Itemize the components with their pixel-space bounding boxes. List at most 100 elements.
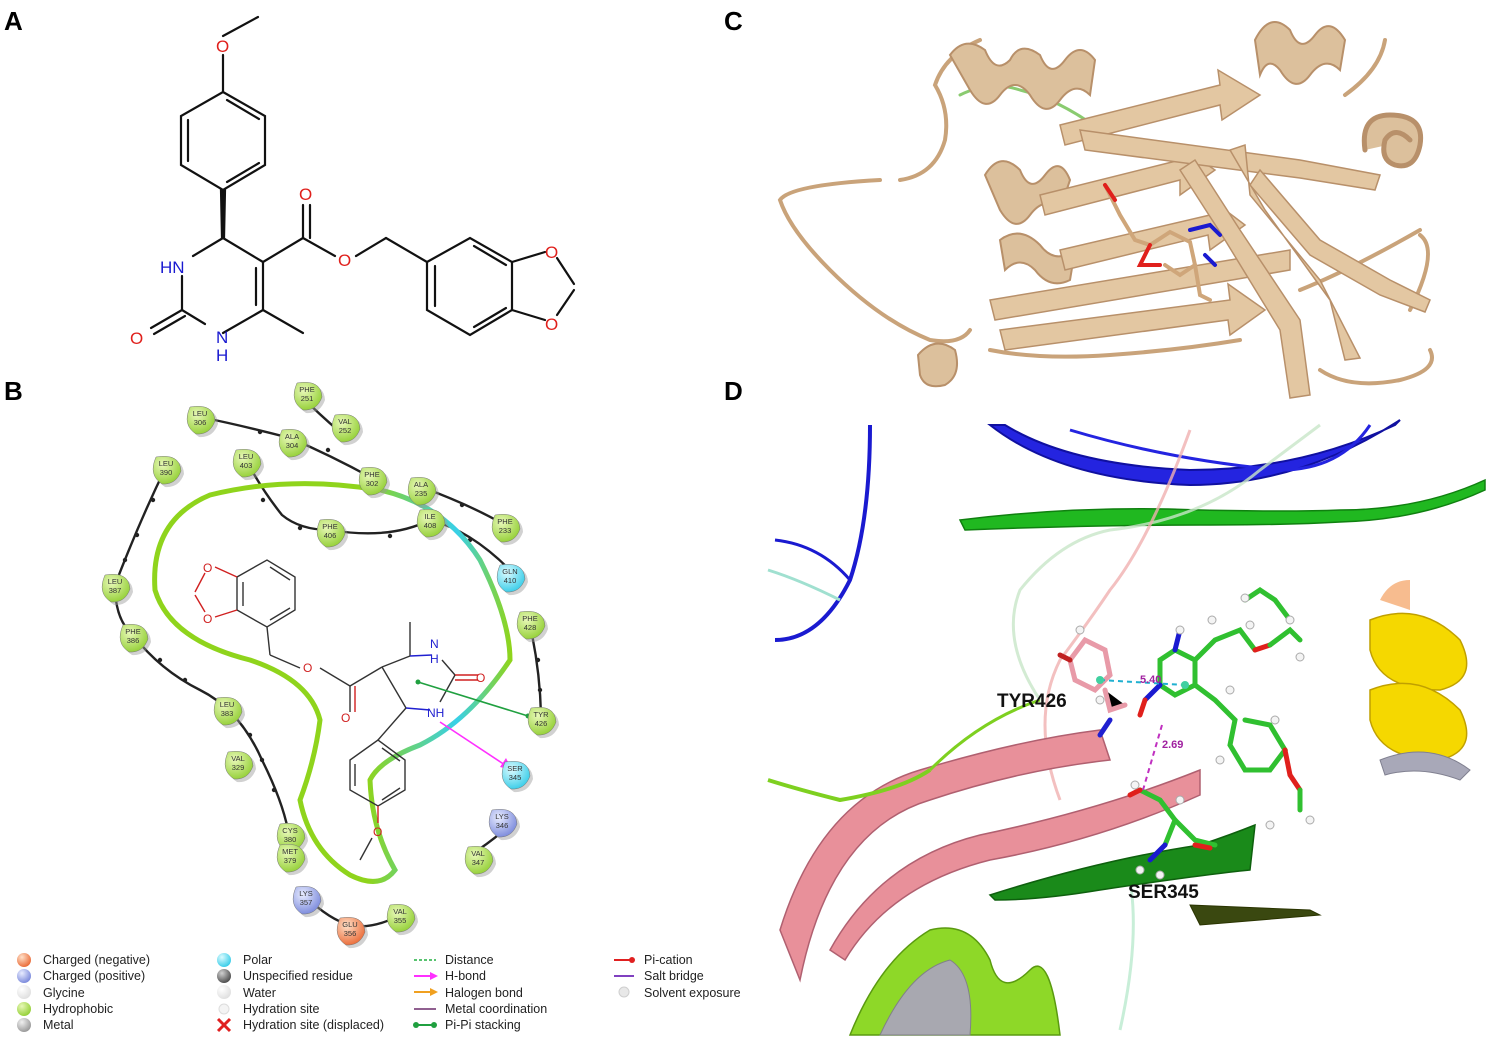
residue-number: 347 (472, 858, 485, 867)
panel-b-interaction-map: N H O NH O O O O O PHE251VAL252LEU306ALA… (101, 382, 559, 949)
residue-name: ALA (414, 480, 428, 489)
ligand-n-top: N (430, 637, 439, 651)
legend-swatch-hydrophobic (17, 1002, 31, 1016)
residue-number: 252 (339, 426, 352, 435)
tyr426-label: TYR426 (997, 691, 1067, 712)
ring-nh-top: HN (160, 258, 185, 277)
legend-label-hydrophobic: Hydrophobic (43, 1002, 113, 1016)
residue-number: 233 (499, 526, 512, 535)
residue-name: PHE (125, 627, 140, 636)
residue-number: 410 (504, 576, 517, 585)
methoxy-oxygen: O (216, 37, 229, 56)
ring-h-bottom: H (216, 346, 228, 365)
residue-number: 304 (286, 441, 299, 450)
legend-label-pi-pi: Pi-Pi stacking (445, 1018, 521, 1032)
residue-name: PHE (299, 385, 314, 394)
legend-label-salt-bridge: Salt bridge (644, 969, 704, 983)
residue-name: LEU (108, 577, 123, 586)
legend-label-pi-cation: Pi-cation (644, 953, 693, 967)
residue-name: LEU (220, 700, 235, 709)
residue-number: 346 (496, 821, 509, 830)
residue-name: VAL (471, 849, 485, 858)
residue-name: PHE (364, 470, 379, 479)
panel-d-3d-view: 5.40 2.69 TYR426 SER345 (767, 419, 1488, 1036)
urea-oxygen: O (130, 329, 143, 348)
h-bond-distance (1142, 724, 1163, 791)
legend: Charged (negative) Charged (positive) Gl… (17, 953, 741, 1033)
legend-label-hydration-displaced: Hydration site (displaced) (243, 1018, 384, 1032)
h-bond-distance-label: 2.69 (1162, 739, 1183, 751)
residue-name: VAL (231, 754, 245, 763)
residue-name: LEU (239, 452, 254, 461)
legend-swatch-hydration-site (218, 1003, 230, 1015)
legend-swatch-glycine (17, 985, 31, 999)
h-bond-arrow (439, 721, 512, 770)
residue-name: SER (507, 764, 523, 773)
residue-name: PHE (322, 522, 337, 531)
residue-number: 329 (232, 763, 245, 772)
residue-name: GLU (342, 920, 357, 929)
hydrogen-atoms (1075, 593, 1315, 880)
legend-swatch-solvent-exposure (618, 986, 630, 998)
residue-number: 403 (240, 461, 253, 470)
stereo-wedge (219, 188, 227, 240)
residue-name: GLN (502, 567, 517, 576)
ligand-o-ester: O (303, 661, 312, 675)
legend-label-positive: Charged (positive) (43, 969, 145, 983)
residue-name: LEU (193, 409, 208, 418)
residue-number: 355 (394, 916, 407, 925)
residue-number: 390 (160, 468, 173, 477)
residue-number: 387 (109, 586, 122, 595)
residue-number: 379 (284, 856, 297, 865)
residue-name: LYS (299, 889, 313, 898)
residue-number: 345 (509, 773, 522, 782)
carbonyl-oxygen: O (299, 185, 312, 204)
legend-swatch-metal (17, 1018, 31, 1032)
residue-name: ALA (285, 432, 299, 441)
legend-swatch-halogen-bond (414, 988, 438, 996)
panel-label-c: C (724, 6, 743, 36)
legend-label-metal-coordination: Metal coordination (445, 1002, 547, 1016)
legend-swatch-water (217, 985, 231, 999)
residue-number: 406 (324, 531, 337, 540)
legend-swatch-polar (217, 953, 231, 967)
residue-number: 302 (366, 479, 379, 488)
ligand-o-dioxole-2: O (203, 612, 212, 626)
panel-a-structure (149, 15, 576, 337)
ring-n-bottom: N (216, 328, 228, 347)
residue-number: 251 (301, 394, 314, 403)
ligand-2d-atoms: N H O NH O O O O O (203, 561, 485, 839)
residue-name: PHE (522, 614, 537, 623)
residue-number: 386 (127, 636, 140, 645)
residue-name: PHE (497, 517, 512, 526)
residue-number: 408 (424, 521, 437, 530)
legend-swatch-negative (17, 953, 31, 967)
residue-ser-345: SER345 (501, 761, 533, 793)
legend-label-unspecified: Unspecified residue (243, 969, 353, 983)
residue-name: CYS (282, 826, 297, 835)
legend-label-halogen-bond: Halogen bond (445, 986, 523, 1000)
legend-swatch-h-bond (414, 972, 438, 980)
ligand-sticks-c (1103, 183, 1222, 302)
ser345-label: SER345 (1128, 882, 1199, 903)
ligand-o-dioxole-1: O (203, 561, 212, 575)
legend-swatch-hydration-displaced (216, 1017, 232, 1033)
legend-label-solvent-exposure: Solvent exposure (644, 986, 741, 1000)
legend-swatch-pi-pi (413, 1022, 437, 1028)
tyr426-sticks (1057, 636, 1128, 738)
legend-swatch-positive (17, 969, 31, 983)
residue-number: 380 (284, 835, 297, 844)
